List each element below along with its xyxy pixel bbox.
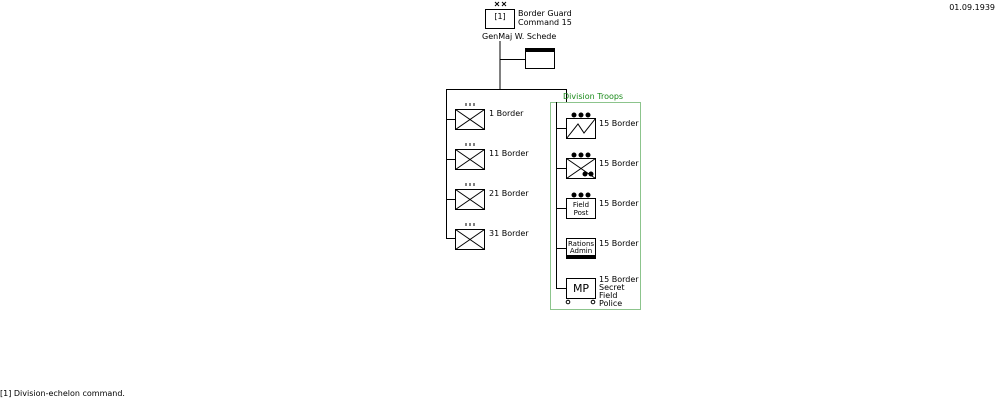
hq-commander: GenMaj W. Schede [482, 32, 557, 41]
unit-label: 11 Border [489, 149, 529, 158]
unit-label: 15 Border [599, 159, 639, 168]
mp-text: MP [572, 282, 590, 295]
hq-symbol [485, 1, 515, 29]
division-troops-frame [550, 102, 641, 310]
hq-name-line2: Command 15 [518, 18, 572, 27]
unit-label: 31 Border [489, 229, 529, 238]
mp-label-1: 15 Border [599, 275, 639, 284]
hq-name-line1: Border Guard [518, 9, 572, 18]
hq-box-label: [1] [494, 12, 506, 21]
unit-label: 15 Border [599, 119, 639, 128]
mp-label-3: Field [599, 291, 618, 300]
footnote: [1] Division-echelon command. [0, 389, 125, 398]
mp-label-2: Secret [599, 283, 625, 292]
hq-staff-symbol [525, 48, 555, 69]
field-post-text-1: Field [572, 201, 590, 209]
rations-text-2: Admin [569, 247, 593, 255]
division-troops-title: Division Troops [563, 92, 624, 101]
subordinate-symbols [446, 103, 485, 250]
mp-label-4: Police [599, 299, 623, 308]
unit-label: 15 Border [599, 199, 639, 208]
division-troop-symbols [556, 112, 596, 305]
unit-label: 1 Border [489, 109, 524, 118]
unit-label: 21 Border [489, 189, 529, 198]
rations-text-1: Rations [567, 240, 595, 248]
unit-label: 15 Border [599, 239, 639, 248]
field-post-text-2: Post [573, 209, 589, 217]
date-label: 01.09.1939 [949, 3, 995, 12]
